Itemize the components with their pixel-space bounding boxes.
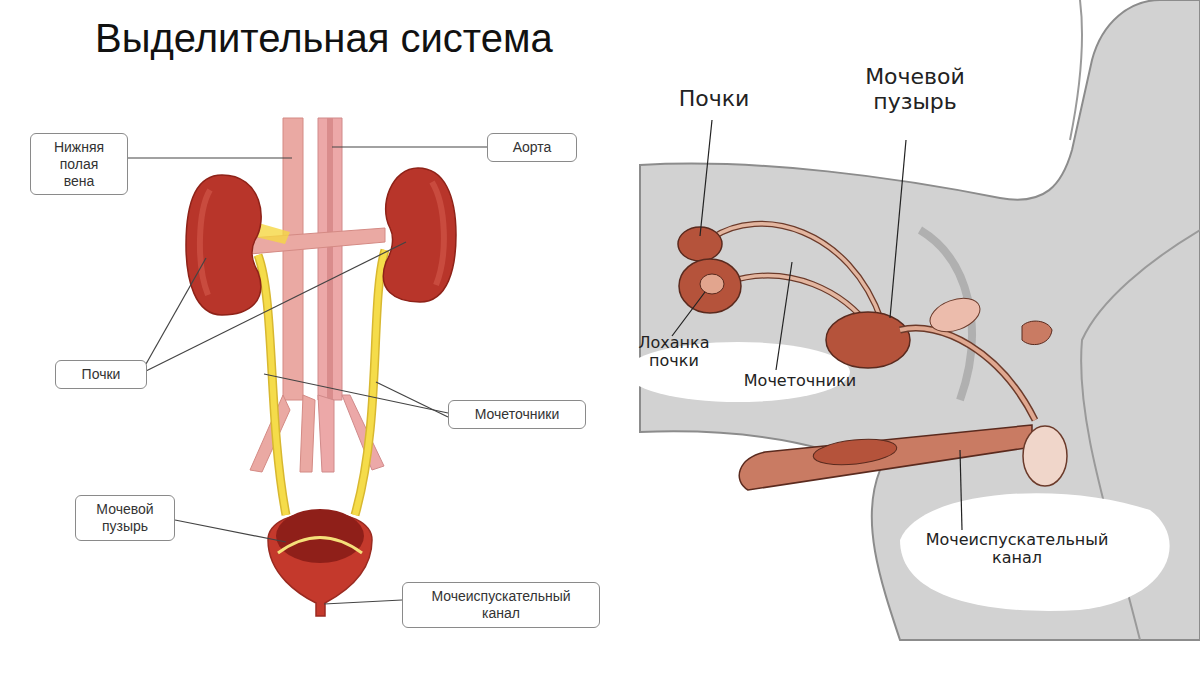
aorta-shade <box>327 118 333 400</box>
body-silhouette <box>640 0 1200 640</box>
urethra <box>900 328 1035 420</box>
bulb <box>812 436 898 469</box>
human-figure <box>186 118 456 616</box>
callout-box: Мочеточники <box>448 400 586 429</box>
bladder-rim <box>278 538 362 554</box>
anus <box>1022 321 1052 345</box>
leader-line <box>324 600 402 604</box>
ureter <box>258 255 286 515</box>
iliac-vein <box>300 395 315 472</box>
kidney-shine <box>200 190 210 295</box>
callout-label: Почки <box>64 366 138 383</box>
callout-box: Аорта <box>487 133 577 162</box>
label-patch <box>900 493 1170 611</box>
part-label: Лоханка почки <box>626 334 722 371</box>
leader-line <box>175 520 286 542</box>
penis <box>739 425 1032 490</box>
iliac-artery <box>318 395 334 472</box>
leader-lines <box>128 147 487 604</box>
leader-line <box>672 292 705 336</box>
ureter-outline <box>258 255 286 515</box>
part-label: Мочеточники <box>730 372 870 390</box>
leader-line <box>700 120 712 236</box>
ureter <box>355 250 385 515</box>
leader-line <box>332 146 487 147</box>
aorta <box>318 118 342 400</box>
leader-lines <box>672 120 962 530</box>
callout-box: Почки <box>55 360 147 389</box>
leader-line <box>264 374 448 413</box>
bladder <box>826 312 910 368</box>
ureter-outline <box>355 250 385 515</box>
gland <box>925 292 984 338</box>
callout-label: Мочевой пузырь <box>84 501 166 535</box>
leader-line <box>146 258 206 364</box>
part-label: Мочеиспускательный канал <box>912 531 1122 568</box>
callout-box: Мочевой пузырь <box>75 495 175 541</box>
animal-figure <box>626 0 1200 640</box>
vena-cava <box>283 118 303 400</box>
leader-line <box>376 382 448 417</box>
callout-label: Аорта <box>496 139 568 156</box>
callout-label: Мочеиспускательный канал <box>426 588 576 622</box>
bladder-inner <box>276 509 364 563</box>
callout-label: Нижняя полая вена <box>49 139 109 189</box>
leader-line <box>146 242 406 371</box>
testis <box>1023 426 1067 486</box>
callout-box: Нижняя полая вена <box>30 133 128 195</box>
callout-box: Мочеиспускательный канал <box>402 582 600 628</box>
leader-line <box>960 450 962 530</box>
leader-line <box>128 157 292 158</box>
part-label: Мочевой пузырь <box>840 64 990 115</box>
leader-line <box>890 140 906 318</box>
kidney-shine <box>432 182 444 285</box>
kidney <box>383 168 456 302</box>
leader-line <box>776 262 792 370</box>
callout-label: Мочеточники <box>457 406 577 423</box>
urethra-outline <box>900 328 1035 420</box>
kidney <box>679 259 741 313</box>
part-label: Почки <box>664 86 764 111</box>
diagram-title: Выделительная система <box>95 16 553 61</box>
fur-contour <box>1070 0 1082 140</box>
kidney <box>186 175 261 315</box>
renal-pelvis <box>700 274 724 294</box>
